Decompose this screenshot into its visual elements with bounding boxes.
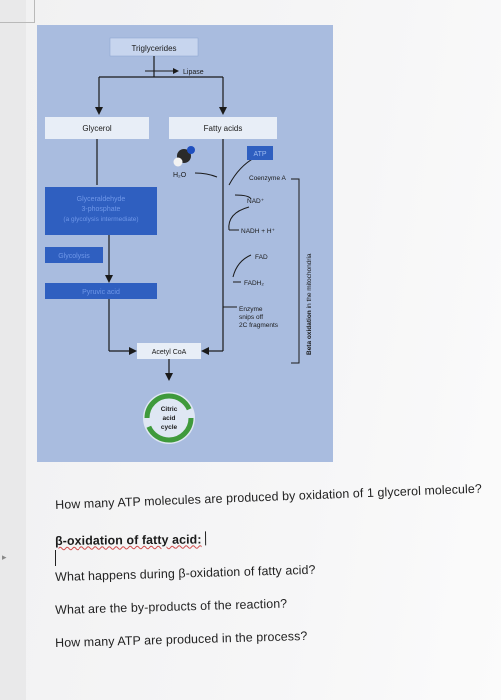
nadh-label: NADH + H⁺ <box>241 228 276 235</box>
glycolysis-label: Glycolysis <box>58 253 90 260</box>
glycerol-arrow-head <box>95 107 103 115</box>
acetyl-arrow-head <box>165 373 173 381</box>
glyceraldehyde-line-1: Glyceraldehyde <box>77 196 126 203</box>
lipid-metabolism-figure: Triglycerides Lipase Glycerol Fatty acid… <box>37 25 333 462</box>
citric-acid-cycle-ring <box>144 393 194 443</box>
water-arrow <box>194 172 218 178</box>
beta-oxidation-bold: Beta oxidation <box>306 310 313 355</box>
enzyme-line-1: Enzyme <box>239 306 263 313</box>
citric-acid-cycle-disc <box>143 392 195 444</box>
lipase-arrow-head <box>173 68 179 74</box>
fattyacid-arrow-head <box>219 107 227 115</box>
glyceraldehyde-line-2: 3-phosphate <box>82 206 121 213</box>
cycle-line-2: acid <box>162 415 175 422</box>
glycerol-label: Glycerol <box>82 124 112 133</box>
insertion-bar <box>55 550 56 566</box>
beta-oxidation-heading[interactable]: β-oxidation of fatty acid: <box>55 531 207 548</box>
lipid-metabolism-diagram: Triglycerides Lipase Glycerol Fatty acid… <box>45 37 313 444</box>
nad-curve <box>228 206 250 231</box>
lipase-label: Lipase <box>183 69 204 76</box>
fadh2-label: FADH₂ <box>244 280 264 287</box>
page-corner-marker <box>0 0 35 23</box>
coenzyme-a-label: Coenzyme A <box>249 175 287 182</box>
glycerol-box <box>45 117 149 139</box>
water-hydrogen-1 <box>173 157 183 167</box>
fatty-acids-box <box>169 117 277 139</box>
atp-label: ATP <box>253 151 266 158</box>
cycle-line-1: Citric <box>161 406 178 413</box>
pyruvic-acid-label: Pyruvic acid <box>82 289 120 296</box>
fad-curve <box>232 254 252 278</box>
acetyl-coa-box <box>137 343 201 359</box>
beta-oxidation-heading-text: β-oxidation of fatty acid: <box>55 532 202 548</box>
beta-oxidation-bracket <box>291 178 300 364</box>
margin-arrow-icon: ▸ <box>2 552 7 562</box>
beta-oxidation-rest: in the mitochondria <box>306 253 313 310</box>
cycle-line-3: cycle <box>161 424 178 431</box>
triglycerides-label: Triglycerides <box>131 44 176 53</box>
nad-label: NAD⁺ <box>247 198 265 205</box>
pyruvate-arrow-head <box>129 347 137 355</box>
glycolysis-arrow-head <box>105 275 113 283</box>
fattyacid-arrow-head <box>201 347 209 355</box>
fad-label: FAD <box>255 254 268 261</box>
enzyme-line-2: snips off <box>239 314 263 321</box>
water-hydrogen-2 <box>187 146 195 154</box>
enzyme-line-3: 2C fragments <box>239 322 279 329</box>
text-cursor <box>205 531 207 546</box>
acetyl-coa-label: Acetyl CoA <box>152 349 187 356</box>
atp-badge <box>247 146 273 160</box>
nad-line <box>234 194 252 200</box>
water-label: H₂O <box>173 172 187 179</box>
beta-oxidation-caption: Beta oxidation in the mitochondria <box>306 253 313 355</box>
glyceraldehyde-box <box>45 187 157 235</box>
glyceraldehyde-line-3: (a glycolysis intermediate) <box>63 216 138 223</box>
fatty-acids-label: Fatty acids <box>204 124 243 133</box>
glycolysis-box <box>45 247 103 263</box>
pyruvic-acid-box <box>45 283 157 299</box>
